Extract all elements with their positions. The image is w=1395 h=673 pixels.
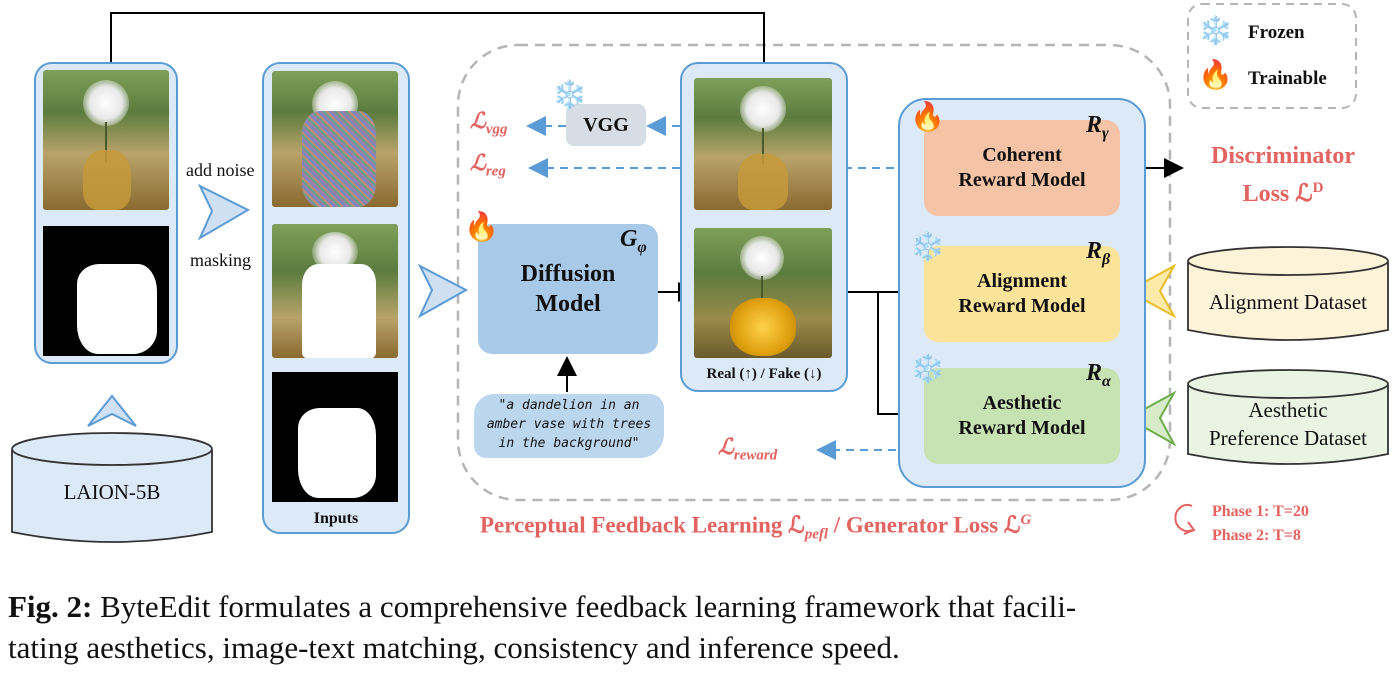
chevron-up-laion: [87, 394, 137, 427]
loss-reward: ℒreward: [718, 434, 778, 464]
inputs-label: Inputs: [313, 510, 359, 527]
pefl-title: Perceptual Feedback Learning ℒpefl / Gen…: [480, 512, 1032, 543]
prompt-line2: amber vase with trees: [486, 417, 652, 432]
noisy-image: [272, 71, 398, 207]
figure-number: Fig. 2:: [8, 589, 93, 624]
aesthetic-cylinder: [1187, 369, 1389, 465]
chevron-right-inputs: [417, 263, 469, 319]
frozen-icon: ❄️: [910, 232, 945, 263]
discriminator-loss: Discriminator Loss ℒD: [1188, 140, 1378, 210]
phase-loop-icon: [1174, 504, 1193, 532]
alignment-symbol: Rβ: [1086, 238, 1111, 268]
phase2-label: Phase 2: T=8: [1212, 527, 1301, 544]
real-fake-label: Real (↑) / Fake (↓): [706, 366, 822, 382]
frozen-icon: ❄️: [910, 354, 945, 385]
loss-reg: ℒreg: [470, 150, 506, 180]
add-noise-label: add noise: [186, 160, 255, 180]
phase-labels: Phase 1: T=20 Phase 2: T=8: [1212, 500, 1309, 548]
diffusion-line1: Diffusion: [520, 261, 616, 287]
prompt-line3: in the background": [498, 436, 640, 451]
source-image: [43, 70, 169, 210]
diffusion-model-box: Diffusion Model: [478, 224, 658, 354]
laion-cylinder: [11, 432, 213, 543]
coherent-symbol: Rγ: [1086, 112, 1109, 142]
input-mask: [272, 372, 398, 502]
source-panel: [34, 62, 178, 364]
discriminator-line1: Discriminator: [1211, 143, 1355, 169]
frozen-icon: ❄️: [552, 80, 587, 111]
chevron-right-noise: [197, 183, 251, 241]
legend-frame: [1187, 3, 1357, 109]
alignment-cylinder: [1187, 246, 1389, 341]
real-image: [694, 78, 832, 210]
vgg-box: VGG: [566, 104, 646, 146]
figure-caption: Fig. 2: ByteEdit formulates a comprehens…: [8, 586, 1388, 668]
aesthetic-symbol: Rα: [1086, 360, 1111, 390]
source-mask: [43, 226, 169, 356]
discriminator-line2: Loss ℒD: [1242, 180, 1324, 207]
generator-symbol: Gφ: [620, 226, 647, 256]
inputs-panel: Inputs: [262, 62, 410, 534]
caption-line2: tating aesthetics, image-text matching, …: [8, 630, 900, 665]
prompt-line1: "a dandelion in an: [498, 398, 640, 413]
laion-label: LAION-5B: [63, 479, 161, 504]
legend-frozen: Frozen: [1248, 22, 1305, 43]
masked-image: [272, 224, 398, 358]
frozen-icon: ❄️: [1198, 16, 1233, 47]
phase1-label: Phase 1: T=20: [1212, 503, 1309, 520]
diffusion-line2: Model: [535, 291, 601, 317]
real-fake-panel: Real (↑) / Fake (↓): [680, 62, 848, 392]
top-connector: [110, 12, 774, 82]
masking-label: masking: [190, 250, 251, 270]
fake-image: [694, 228, 832, 358]
legend-trainable: Trainable: [1248, 68, 1327, 89]
caption-line1: ByteEdit formulates a comprehensive feed…: [92, 589, 1077, 624]
trainable-icon: 🔥: [910, 102, 945, 133]
trainable-icon: 🔥: [1198, 60, 1233, 91]
prompt-bubble: "a dandelion in an amber vase with trees…: [474, 394, 664, 458]
alignment-dataset-label: Alignment Dataset: [1208, 289, 1368, 314]
trainable-icon: 🔥: [464, 212, 499, 243]
loss-vgg: ℒvgg: [470, 108, 508, 138]
